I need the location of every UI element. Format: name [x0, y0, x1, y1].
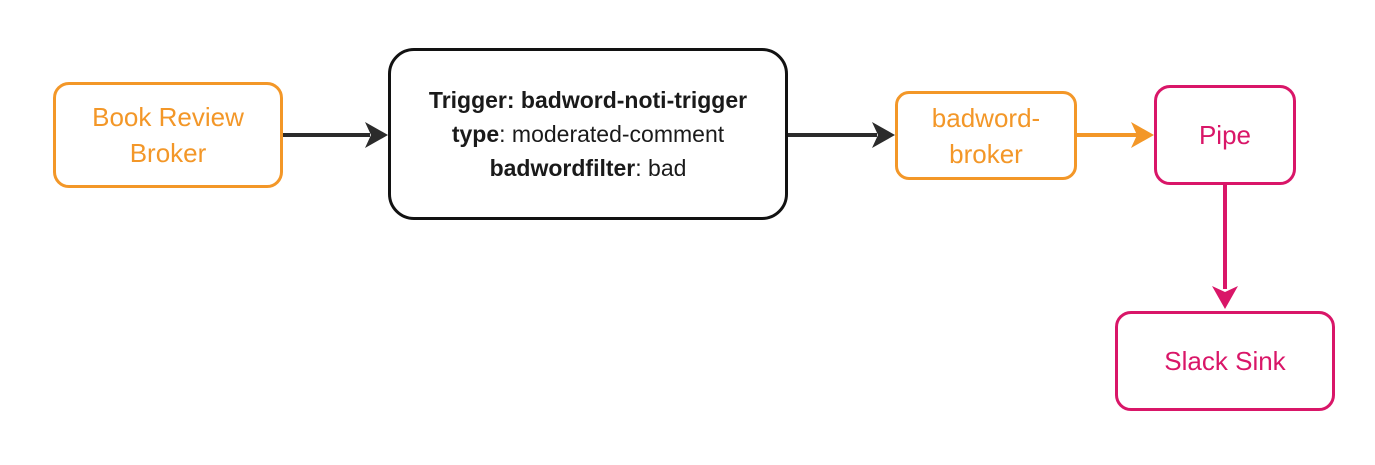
node-pipe: Pipe [1154, 85, 1296, 185]
node-badword-broker: badword-broker [895, 91, 1077, 180]
node-trigger-details: Trigger: badword-noti-trigger type: mode… [388, 48, 788, 220]
node-badword-broker-label: badword-broker [931, 102, 1041, 169]
trigger-name-line: Trigger: badword-noti-trigger [428, 87, 748, 113]
trigger-type-line: type: moderated-comment [452, 117, 724, 151]
node-book-review-broker: Book Review Broker [53, 82, 283, 188]
arrow-trigger-to-badword-broker [788, 122, 895, 148]
arrowhead-down-icon [1212, 286, 1238, 309]
arrow-badword-broker-to-pipe [1077, 122, 1154, 148]
trigger-type-key: type [451, 121, 500, 147]
arrow-book-review-broker-to-trigger [283, 122, 388, 148]
trigger-filter-value: : bad [635, 155, 687, 181]
arrowhead-right-icon [1131, 122, 1154, 148]
node-book-review-broker-label: Book Review Broker [92, 102, 244, 168]
node-pipe-label: Pipe [1198, 120, 1252, 150]
node-slack-sink-label: Slack Sink [1164, 346, 1286, 376]
arrow-pipe-to-slack-sink [1212, 185, 1238, 309]
node-slack-sink: Slack Sink [1115, 311, 1335, 411]
trigger-filter-key: badwordfilter [489, 155, 636, 181]
arrowhead-right-icon [365, 122, 388, 148]
arrowhead-right-icon [872, 122, 895, 148]
trigger-type-value: : moderated-comment [499, 121, 725, 147]
trigger-filter-line: badwordfilter: bad [490, 151, 687, 185]
